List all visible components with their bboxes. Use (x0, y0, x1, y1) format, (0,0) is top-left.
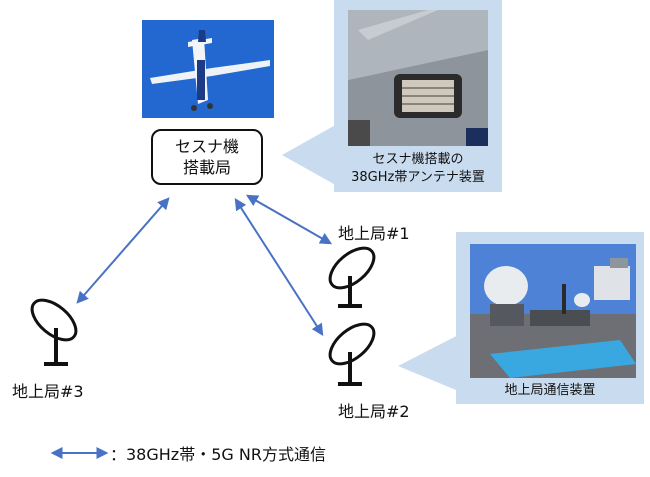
ground-station-3-label: 地上局#3 (12, 382, 84, 401)
ground-station-1-label: 地上局#1 (338, 224, 410, 243)
ground-station-2-label: 地上局#2 (338, 402, 410, 421)
antenna-caption-line1: セスナ機搭載の (372, 152, 464, 167)
link-gs1-aircraft (245, 194, 333, 245)
dish-icon-gs3 (30, 298, 78, 366)
legend-label: ：38GHz帯・5G NR方式通信 (110, 445, 326, 464)
link-gs3-aircraft (76, 197, 170, 304)
antenna-caption-line2: 38GHz帯アンテナ装置 (351, 170, 485, 185)
cessna-photo (142, 20, 274, 118)
aircraft-station-box: セスナ機 搭載局 (151, 129, 263, 185)
aircraft-station-line2: 搭載局 (182, 158, 231, 177)
ground-equipment-photo (470, 244, 636, 378)
link-gs2-aircraft (234, 197, 324, 337)
ground-equipment-caption: 地上局通信装置 (504, 383, 596, 398)
dish-icon-gs2 (328, 322, 376, 386)
antenna-caption: セスナ機搭載の 38GHz帯アンテナ装置 (334, 151, 502, 187)
antenna-photo (348, 10, 488, 146)
antenna-callout-pointer (282, 118, 348, 192)
ground-callout-pointer (398, 330, 468, 395)
dish-icon-gs1 (328, 246, 376, 308)
aircraft-station-line1: セスナ機 (174, 137, 239, 156)
